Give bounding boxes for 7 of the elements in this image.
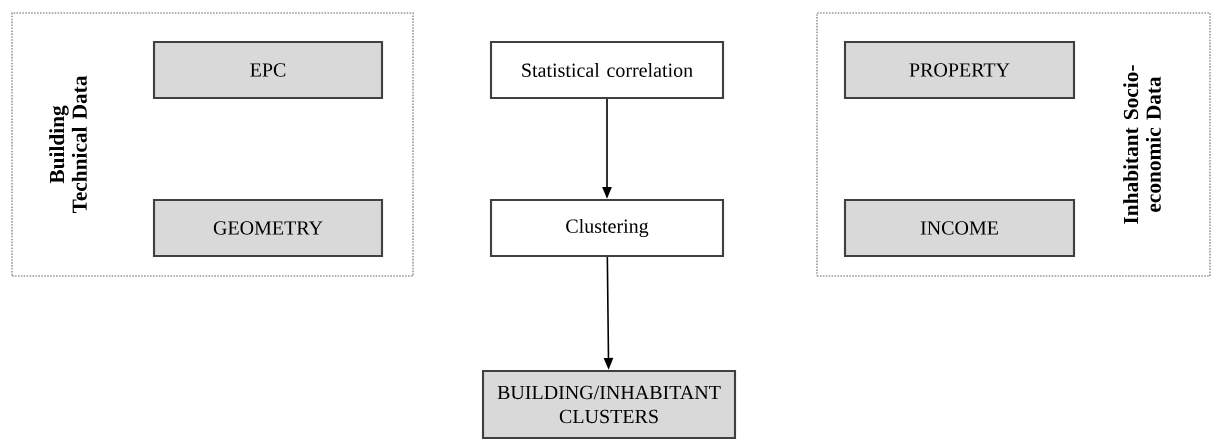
process-box: Clustering [489,198,725,258]
process-box: Statistical correlation [489,40,725,100]
process-box: BUILDING/INHABITANT CLUSTERS [481,369,737,440]
process-box: GEOMETRY [152,198,384,258]
process-box: INCOME [843,198,1076,258]
process-box: EPC [152,40,384,100]
process-box: PROPERTY [843,40,1076,100]
